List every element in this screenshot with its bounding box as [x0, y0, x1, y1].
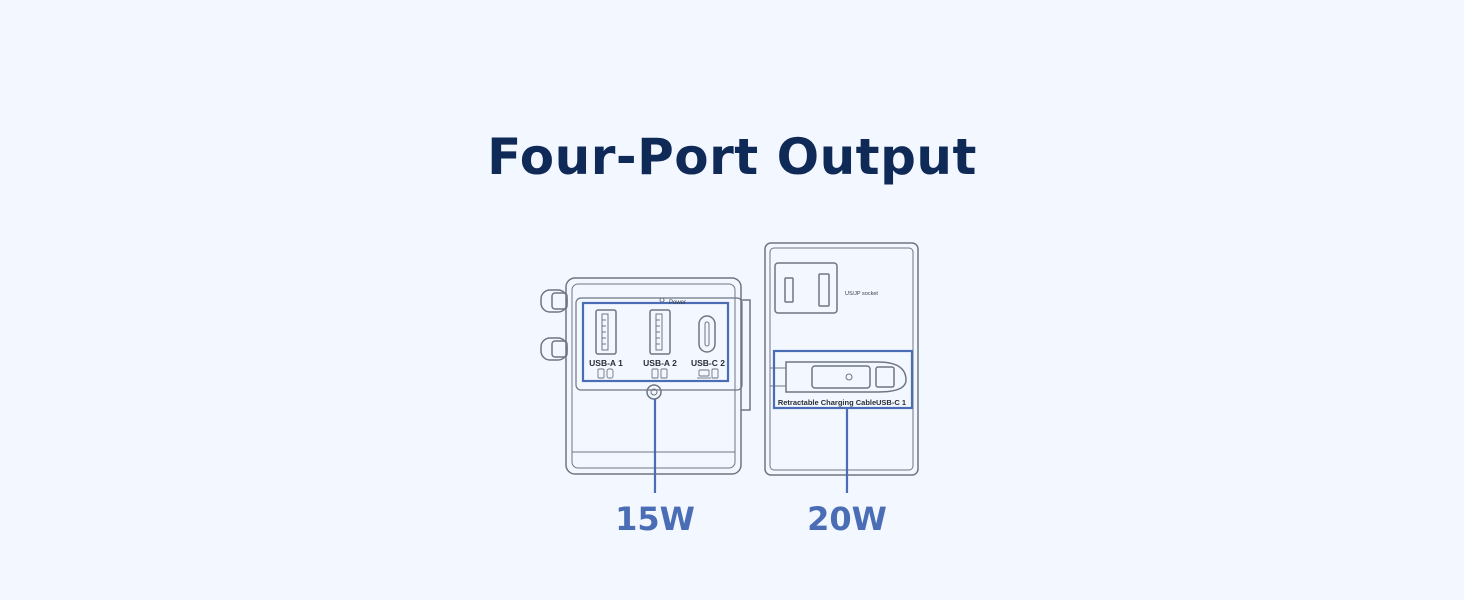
tablet-icon: [660, 368, 668, 379]
phone-icon: [597, 368, 605, 379]
phone-icon: [651, 368, 659, 379]
us-jp-socket-icon: [774, 262, 838, 314]
left-charger-body: [565, 277, 742, 475]
right-port-highlight: [772, 349, 914, 493]
laptop-icon: [698, 369, 710, 377]
usb-c-2-label: USB-C 2: [691, 358, 725, 368]
page-title: Four-Port Output: [487, 128, 977, 186]
usb-c-1-plug-icon: [875, 366, 895, 388]
cable-label: Retractable Charging Cable: [778, 398, 876, 407]
usb-a-1-port-icon: [595, 309, 617, 355]
left-charger: [540, 277, 751, 475]
earbuds-icon: [606, 368, 614, 379]
right-output-wattage: 20W: [807, 500, 887, 538]
retractable-cable-icon: [785, 361, 907, 393]
power-label: Power: [669, 300, 686, 306]
usb-a-2-label: USB-A 2: [643, 358, 677, 368]
phone-icon: [711, 368, 719, 379]
right-charger-body: [764, 242, 919, 476]
usb-c-1-label: USB-C 1: [876, 398, 906, 407]
usb-c-2-port-icon: [698, 315, 716, 353]
usb-a-1-label: USB-A 1: [589, 358, 623, 368]
left-port-highlight: [581, 301, 730, 493]
socket-label: US/JP socket: [845, 291, 878, 297]
usb-a-2-port-icon: [649, 309, 671, 355]
release-button-icon: [646, 384, 662, 400]
right-charger: [764, 242, 919, 476]
left-output-wattage: 15W: [615, 500, 695, 538]
